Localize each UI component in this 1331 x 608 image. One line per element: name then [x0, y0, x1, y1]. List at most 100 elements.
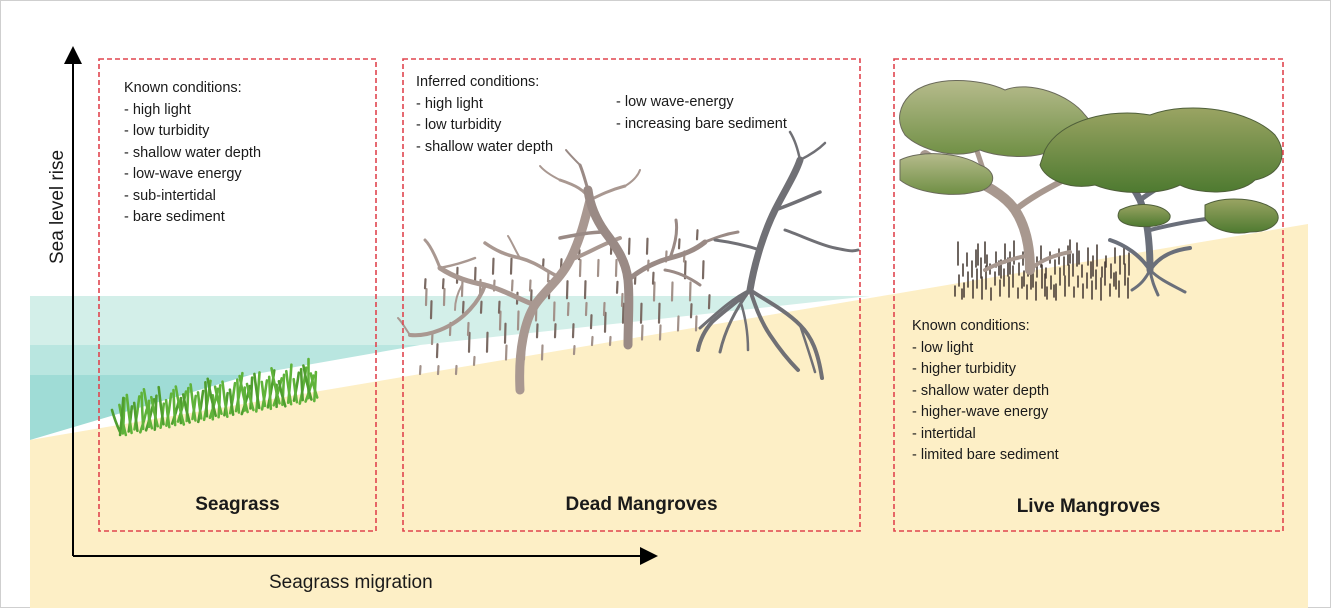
dead-pneumatophore — [518, 312, 519, 330]
dead-pneumatophore — [573, 324, 574, 337]
dead-pneumatophore — [487, 333, 488, 352]
dead-pneumatophore — [468, 323, 469, 335]
dead-pneumatophore — [462, 280, 463, 296]
live-mangroves-conditions: Known conditions: - low light - higher t… — [912, 316, 1059, 467]
live-mangroves-condition-item: - shallow water depth — [912, 381, 1059, 403]
dead-pneumatophore — [709, 295, 710, 308]
dead-pneumatophore — [591, 315, 592, 328]
dead-pneumatophore — [499, 302, 500, 313]
seagrass-blade — [174, 390, 176, 425]
dead-pneumatophore — [512, 281, 513, 291]
dead-pneumatophore — [586, 303, 587, 315]
y-axis-label: Sea level rise — [47, 137, 69, 277]
seagrass-blade — [301, 369, 303, 400]
dead-pneumatophore — [426, 289, 427, 305]
seagrass-condition-item: - sub-intertidal — [124, 186, 261, 208]
dead-pneumatophore — [567, 281, 568, 298]
seagrass-blade — [205, 382, 207, 416]
dead-pneumatophore — [610, 337, 611, 345]
seagrass-condition-item: - high light — [124, 100, 261, 122]
dead-mangroves-conditions-col2: - low wave-energy - increasing bare sedi… — [616, 92, 787, 135]
dead-pneumatophore — [554, 302, 555, 320]
dead-pneumatophore — [580, 260, 581, 276]
dead-pneumatophore — [696, 316, 697, 330]
dead-pneumatophore — [598, 260, 599, 276]
dead-pneumatophore — [654, 283, 655, 301]
dead-mangroves-condition-item: - low turbidity — [416, 115, 553, 137]
dead-pneumatophore — [690, 282, 691, 300]
panel-label-seagrass: Seagrass — [99, 494, 376, 516]
dead-pneumatophore — [474, 357, 475, 365]
seagrass-condition-item: - low-wave energy — [124, 164, 261, 186]
dead-pneumatophore — [617, 282, 618, 293]
dead-pneumatophore — [511, 259, 512, 274]
dead-mangroves-condition-item: - shallow water depth — [416, 137, 553, 159]
panel-label-dead-mangroves: Dead Mangroves — [403, 494, 880, 516]
dead-pneumatophore — [691, 304, 692, 317]
x-axis-label: Seagrass migration — [269, 572, 433, 594]
dead-pneumatophore — [537, 324, 538, 337]
dead-pneumatophore — [623, 304, 624, 323]
dead-pneumatophore — [469, 333, 470, 352]
dead-pneumatophore — [604, 303, 605, 315]
dead-pneumatophore — [542, 345, 543, 359]
dead-pneumatophore — [653, 273, 654, 284]
dead-pneumatophore — [481, 302, 482, 313]
dead-pneumatophore — [678, 316, 679, 330]
live-mangroves-condition-item: - intertidal — [912, 424, 1059, 446]
seagrass-conditions: Known conditions: - high light - low tur… — [124, 78, 261, 229]
dead-pneumatophore — [506, 346, 507, 360]
live-mangroves-condition-item: - limited bare sediment — [912, 445, 1059, 467]
seagrass-conditions-heading: Known conditions: — [124, 78, 261, 100]
y-axis-arrowhead — [64, 46, 82, 64]
dead-pneumatophore — [629, 239, 630, 254]
seagrass-blade — [237, 380, 239, 413]
dead-mangroves-condition-item: - low wave-energy — [616, 92, 787, 114]
seagrass-condition-item: - shallow water depth — [124, 143, 261, 165]
live-mangroves-condition-item: - low light — [912, 338, 1059, 360]
dead-pneumatophore — [438, 366, 439, 374]
dead-pneumatophore — [574, 346, 575, 354]
dead-pneumatophore — [437, 344, 438, 357]
dead-pneumatophore — [500, 312, 501, 330]
dead-pneumatophore — [431, 301, 432, 318]
dead-pneumatophore — [622, 294, 623, 306]
dead-mangroves-condition-item: - increasing bare sediment — [616, 114, 787, 136]
dead-pneumatophore — [444, 289, 445, 305]
dead-pneumatophore — [642, 326, 643, 340]
dead-pneumatophore — [555, 324, 556, 337]
live-mangroves-condition-item: - higher-wave energy — [912, 402, 1059, 424]
dead-pneumatophore — [605, 313, 606, 332]
dead-pneumatophore — [530, 280, 531, 290]
panel-label-live-mangroves: Live Mangroves — [894, 496, 1283, 518]
dead-pneumatophore — [703, 261, 704, 278]
dead-mangroves-conditions-col1: Inferred conditions: - high light - low … — [416, 72, 553, 158]
seagrass-condition-item: - bare sediment — [124, 207, 261, 229]
dead-pneumatophore — [679, 239, 680, 248]
seagrass-blade — [269, 377, 271, 409]
dead-pneumatophore — [443, 279, 444, 288]
dead-pneumatophore — [585, 281, 586, 298]
seagrass-condition-item: - low turbidity — [124, 121, 261, 143]
dead-pneumatophore — [463, 302, 464, 313]
dead-pneumatophore — [647, 239, 648, 254]
dead-pneumatophore — [616, 260, 617, 276]
live-mangroves-conditions-heading: Known conditions: — [912, 316, 1059, 338]
dead-pneumatophore — [420, 366, 421, 374]
dead-pneumatophore — [672, 282, 673, 300]
dead-pneumatophore — [505, 324, 506, 343]
dead-pneumatophore — [493, 259, 494, 274]
dead-pneumatophore — [641, 304, 642, 323]
dead-pneumatophore — [456, 366, 457, 374]
seagrass-blade — [142, 393, 144, 429]
dead-pneumatophore — [425, 279, 426, 288]
dead-mangroves-conditions-heading: Inferred conditions: — [416, 72, 553, 94]
dead-pneumatophore — [697, 230, 698, 239]
dead-pneumatophore — [659, 304, 660, 323]
dead-pneumatophore — [592, 337, 593, 345]
dead-pneumatophore — [660, 326, 661, 340]
dead-mangroves-condition-item: - high light — [416, 94, 553, 116]
dead-pneumatophore — [568, 303, 569, 315]
live-mangroves-condition-item: - higher turbidity — [912, 359, 1059, 381]
